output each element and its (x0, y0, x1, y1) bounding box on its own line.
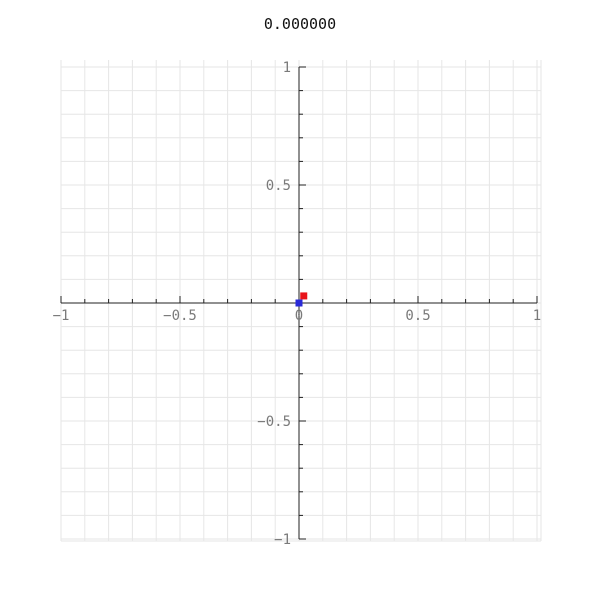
x-tick-label: −0.5 (163, 308, 197, 324)
x-tick-label: −1 (53, 308, 70, 324)
chart-title: 0.000000 (263, 15, 337, 33)
y-tick-label: −1 (274, 532, 291, 548)
data-point (300, 292, 308, 300)
data-point (295, 299, 303, 307)
x-tick-label: 0 (295, 308, 303, 324)
x-tick-label: 1 (533, 308, 541, 324)
y-tick-label: −0.5 (257, 414, 291, 430)
x-tick-label: 0.5 (405, 308, 430, 324)
y-tick-label: 0.5 (266, 178, 291, 194)
y-tick-label: 1 (283, 60, 291, 76)
tick-labels: −1 −0.5 0 0.5 1 −1 −0.5 0.5 1 (53, 60, 542, 548)
data-points (295, 292, 308, 307)
